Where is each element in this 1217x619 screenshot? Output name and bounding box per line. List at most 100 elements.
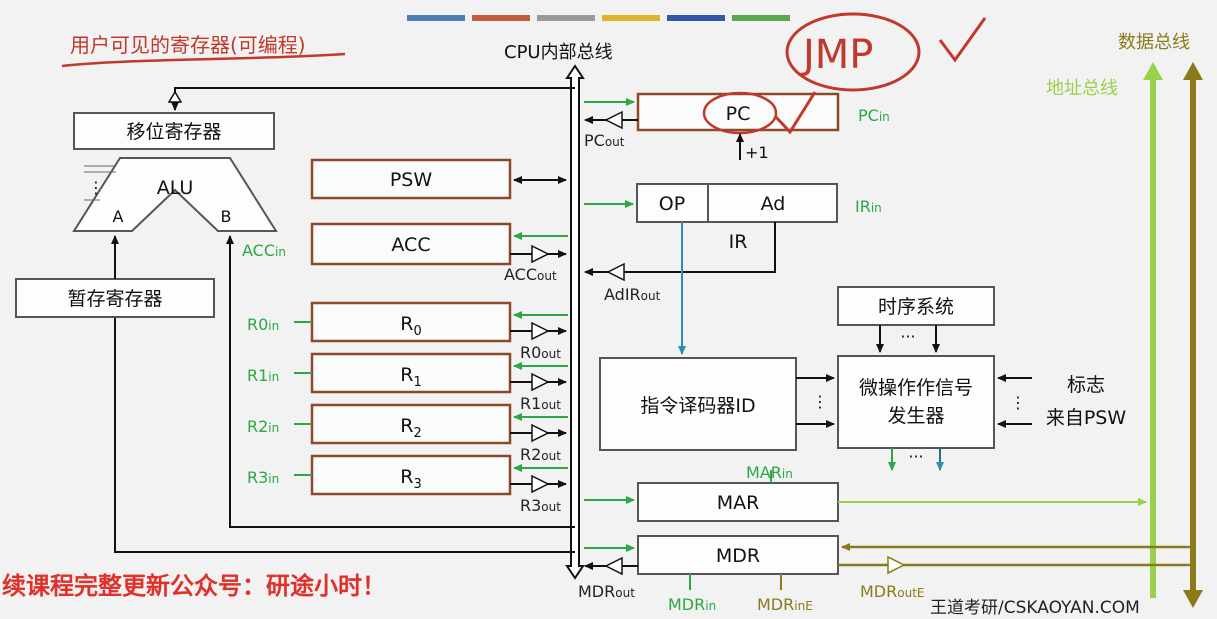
adir-out-gate-icon xyxy=(606,262,625,282)
register-r0-out-gate-icon xyxy=(531,321,550,341)
jmp-circle xyxy=(785,12,921,92)
pc-label: PC xyxy=(726,103,751,125)
decoder-label: 指令译码器ID xyxy=(640,395,755,417)
check-icon xyxy=(938,17,987,63)
register-r3-box xyxy=(310,454,512,496)
header-color-bar xyxy=(407,15,790,21)
flag-label: 标志 xyxy=(1067,374,1105,396)
bus-to-shift-reg-line xyxy=(171,87,575,111)
decoder-dots: ⋮ xyxy=(812,392,828,411)
acc-label: ACC xyxy=(391,234,430,256)
mdr-in-label: MDRin xyxy=(668,595,716,614)
mdr-oute-label: MDRoutE xyxy=(860,582,924,601)
header-color-swatch xyxy=(602,15,660,21)
register-r1-in-label: R1in xyxy=(247,366,279,385)
register-r2-box xyxy=(310,403,512,445)
data-bus xyxy=(1183,62,1203,608)
mdr-out-gate-icon xyxy=(604,556,623,576)
register-r0-box xyxy=(310,301,512,343)
ir-ad-field: Ad xyxy=(761,193,786,215)
mdr-out-label: MDRout xyxy=(578,582,635,601)
alu-label: ALU xyxy=(157,177,194,199)
micro-op-generator-label-2: 发生器 xyxy=(887,405,944,427)
footer-watermark: 王道考研/CSKAOYAN.COM xyxy=(930,598,1140,615)
pc-out-gate-icon xyxy=(604,110,623,130)
micro-op-generator-box xyxy=(837,355,995,449)
title-underline xyxy=(61,52,346,68)
alu-input-b: B xyxy=(221,207,232,226)
acc-out-gate-icon xyxy=(531,244,550,264)
register-r2-out-label: R2out xyxy=(520,445,561,464)
acc-in-label: ACCin xyxy=(242,241,286,260)
micro-out-dots: ··· xyxy=(908,447,923,466)
adir-out-line xyxy=(584,222,776,276)
shift-gate-icon xyxy=(167,90,183,103)
mar-label: MAR xyxy=(717,492,760,514)
flag-dots: ⋮ xyxy=(1010,393,1026,412)
footer-promo-text: 续课程完整更新公众号：研途小时！ xyxy=(2,572,386,600)
register-r0-in-label: R0in xyxy=(247,315,279,334)
header-color-swatch xyxy=(537,15,595,21)
register-r2-in-label: R2in xyxy=(247,417,279,436)
mdr-oute-gate-icon xyxy=(887,555,906,575)
header-color-swatch xyxy=(407,15,465,21)
pc-box xyxy=(636,92,840,132)
decoder-box xyxy=(599,357,797,451)
register-r0-out-label: R0out xyxy=(520,343,561,362)
bus-to-alu-b-line xyxy=(226,235,575,528)
mdr-ine-label: MDRinE xyxy=(757,595,813,614)
cpu-bus-label: CPU内部总线 xyxy=(504,42,613,63)
temp-register-label: 暂存寄存器 xyxy=(67,288,162,310)
shift-register-label: 移位寄存器 xyxy=(126,121,221,143)
ir-in-label: IRin xyxy=(855,197,882,216)
mar-in-label: MARin xyxy=(746,463,793,482)
adir-out-label: AdIRout xyxy=(604,285,661,304)
alu-control-lines xyxy=(84,165,116,201)
address-bus xyxy=(1143,62,1163,598)
ir-box xyxy=(636,183,838,223)
jmp-annotation: JMP xyxy=(800,32,873,78)
pc-check-icon xyxy=(773,91,817,135)
timing-system-box xyxy=(837,286,995,326)
register-r2-label: R2 xyxy=(400,415,421,441)
bus-to-temp-line xyxy=(114,318,575,553)
register-r3-out-gate-icon xyxy=(531,474,550,494)
ir-label: IR xyxy=(729,231,748,253)
alu-input-a: A xyxy=(113,207,124,226)
register-r3-in-label: R3in xyxy=(247,468,279,487)
pc-out-label: PCout xyxy=(584,131,625,150)
register-r1-out-gate-icon xyxy=(531,372,550,392)
psw-box xyxy=(310,158,512,200)
header-color-swatch xyxy=(472,15,530,21)
header-color-swatch xyxy=(732,15,790,21)
cpu-internal-bus xyxy=(565,64,585,580)
pc-increment-label: +1 xyxy=(745,143,769,162)
address-bus-label: 地址总线 xyxy=(1046,78,1118,99)
user-visible-registers-title: 用户可见的寄存器(可编程) xyxy=(70,33,306,57)
shift-register-box xyxy=(73,112,275,150)
alu-control-dots: ⋮ xyxy=(88,178,104,197)
pc-in-label: PCin xyxy=(858,106,890,125)
from-psw-label: 来自PSW xyxy=(1046,407,1127,429)
register-r0-label: R0 xyxy=(400,313,421,339)
acc-box xyxy=(310,222,512,266)
general-registers: R0R0inR0outR1R1inR1outR2R2inR2outR3R3inR… xyxy=(247,301,568,515)
acc-out-label: ACCout xyxy=(504,265,557,284)
register-r1-label: R1 xyxy=(400,364,421,390)
data-bus-label: 数据总线 xyxy=(1118,32,1190,53)
timing-system-label: 时序系统 xyxy=(878,296,954,318)
alu-shape xyxy=(72,157,278,232)
register-r1-box xyxy=(310,352,512,394)
psw-label: PSW xyxy=(390,169,433,191)
timing-dots: ··· xyxy=(900,327,915,346)
micro-op-generator-label-1: 微操作作信号 xyxy=(859,377,973,399)
temp-register-box xyxy=(15,278,215,318)
register-r3-label: R3 xyxy=(400,466,421,492)
mdr-label: MDR xyxy=(716,545,760,567)
header-color-swatch xyxy=(667,15,725,21)
register-r2-out-gate-icon xyxy=(531,423,550,443)
ir-op-field: OP xyxy=(659,193,685,215)
mdr-box xyxy=(637,535,839,575)
